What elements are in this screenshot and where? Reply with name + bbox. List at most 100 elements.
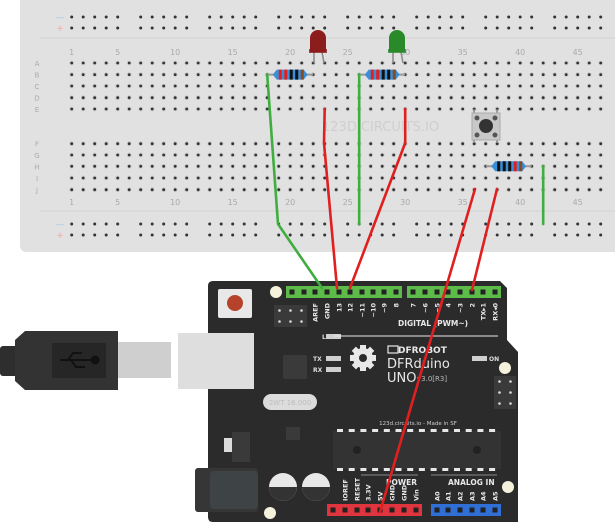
wire-green-gnd[interactable] bbox=[265, 73, 324, 290]
rail-hole[interactable] bbox=[300, 222, 304, 226]
rail-hole[interactable] bbox=[150, 233, 154, 237]
rail-hole[interactable] bbox=[70, 26, 74, 30]
rail-hole[interactable] bbox=[507, 15, 511, 19]
rail-hole[interactable] bbox=[369, 15, 373, 19]
header-pin[interactable] bbox=[289, 289, 295, 295]
rail-hole[interactable] bbox=[254, 26, 258, 30]
rail-hole[interactable] bbox=[323, 233, 327, 237]
rail-hole[interactable] bbox=[530, 15, 534, 19]
rail-hole[interactable] bbox=[507, 233, 511, 237]
rail-hole[interactable] bbox=[231, 222, 235, 226]
rail-hole[interactable] bbox=[70, 222, 74, 226]
wire-red-pin13[interactable] bbox=[322, 107, 339, 290]
rail-hole[interactable] bbox=[300, 26, 304, 30]
rail-hole[interactable] bbox=[346, 15, 350, 19]
rail-hole[interactable] bbox=[553, 26, 557, 30]
rail-hole[interactable] bbox=[81, 222, 85, 226]
rail-hole[interactable] bbox=[254, 233, 258, 237]
rail-hole[interactable] bbox=[242, 233, 246, 237]
rail-hole[interactable] bbox=[139, 26, 143, 30]
header-pin[interactable] bbox=[469, 289, 475, 295]
rail-hole[interactable] bbox=[300, 233, 304, 237]
rail-hole[interactable] bbox=[392, 26, 396, 30]
resistor[interactable] bbox=[485, 161, 532, 172]
header-pin[interactable] bbox=[342, 507, 348, 513]
rail-hole[interactable] bbox=[81, 15, 85, 19]
rail-hole[interactable] bbox=[507, 222, 511, 226]
rail-hole[interactable] bbox=[173, 222, 177, 226]
rail-hole[interactable] bbox=[173, 233, 177, 237]
rail-hole[interactable] bbox=[426, 233, 430, 237]
header-pin[interactable] bbox=[434, 507, 440, 513]
header-pin[interactable] bbox=[413, 507, 419, 513]
rail-hole[interactable] bbox=[564, 222, 568, 226]
rail-hole[interactable] bbox=[93, 15, 97, 19]
header-pin[interactable] bbox=[457, 507, 463, 513]
header-pin[interactable] bbox=[469, 507, 475, 513]
rail-hole[interactable] bbox=[219, 233, 223, 237]
rail-hole[interactable] bbox=[530, 222, 534, 226]
header-pin[interactable] bbox=[492, 507, 498, 513]
rail-hole[interactable] bbox=[219, 222, 223, 226]
rail-hole[interactable] bbox=[449, 233, 453, 237]
header-pin[interactable] bbox=[422, 289, 428, 295]
rail-hole[interactable] bbox=[323, 15, 327, 19]
rail-hole[interactable] bbox=[576, 233, 580, 237]
rail-hole[interactable] bbox=[587, 15, 591, 19]
analog-header[interactable] bbox=[431, 504, 501, 516]
led-red[interactable] bbox=[309, 30, 327, 64]
header-pin[interactable] bbox=[410, 289, 416, 295]
rail-hole[interactable] bbox=[185, 222, 189, 226]
header-pin[interactable] bbox=[301, 289, 307, 295]
header-pin[interactable] bbox=[393, 289, 399, 295]
rail-hole[interactable] bbox=[242, 222, 246, 226]
rail-hole[interactable] bbox=[380, 26, 384, 30]
rail-hole[interactable] bbox=[415, 15, 419, 19]
rail-hole[interactable] bbox=[323, 26, 327, 30]
rail-hole[interactable] bbox=[495, 26, 499, 30]
wire-red-pin12[interactable] bbox=[348, 107, 407, 290]
rail-hole[interactable] bbox=[104, 26, 108, 30]
rail-hole[interactable] bbox=[518, 222, 522, 226]
rail-hole[interactable] bbox=[104, 222, 108, 226]
resistor[interactable] bbox=[359, 69, 406, 80]
wire-red-5v[interactable] bbox=[378, 187, 477, 514]
rail-hole[interactable] bbox=[553, 233, 557, 237]
rail-hole[interactable] bbox=[277, 26, 281, 30]
rail-hole[interactable] bbox=[415, 26, 419, 30]
rail-hole[interactable] bbox=[599, 26, 603, 30]
header-pin[interactable] bbox=[324, 289, 330, 295]
rail-hole[interactable] bbox=[231, 233, 235, 237]
rail-hole[interactable] bbox=[380, 222, 384, 226]
rail-hole[interactable] bbox=[426, 15, 430, 19]
rail-hole[interactable] bbox=[300, 15, 304, 19]
rail-hole[interactable] bbox=[484, 15, 488, 19]
rail-hole[interactable] bbox=[438, 233, 442, 237]
rail-hole[interactable] bbox=[104, 233, 108, 237]
rail-hole[interactable] bbox=[392, 222, 396, 226]
rail-hole[interactable] bbox=[139, 222, 143, 226]
rail-hole[interactable] bbox=[346, 26, 350, 30]
rail-hole[interactable] bbox=[219, 26, 223, 30]
rail-hole[interactable] bbox=[254, 222, 258, 226]
pushbutton[interactable] bbox=[471, 109, 501, 143]
rail-hole[interactable] bbox=[380, 15, 384, 19]
rail-hole[interactable] bbox=[415, 222, 419, 226]
rail-hole[interactable] bbox=[93, 26, 97, 30]
rail-hole[interactable] bbox=[495, 233, 499, 237]
rail-hole[interactable] bbox=[392, 233, 396, 237]
header-pin[interactable] bbox=[370, 289, 376, 295]
rail-hole[interactable] bbox=[242, 26, 246, 30]
header-pin[interactable] bbox=[354, 507, 360, 513]
rail-hole[interactable] bbox=[587, 233, 591, 237]
rail-hole[interactable] bbox=[277, 15, 281, 19]
rail-hole[interactable] bbox=[357, 233, 361, 237]
rail-hole[interactable] bbox=[599, 15, 603, 19]
rail-hole[interactable] bbox=[346, 222, 350, 226]
rail-hole[interactable] bbox=[599, 222, 603, 226]
rail-hole[interactable] bbox=[576, 15, 580, 19]
wire-red-pin2[interactable] bbox=[470, 187, 499, 292]
rail-hole[interactable] bbox=[162, 15, 166, 19]
led-green[interactable] bbox=[388, 30, 406, 64]
